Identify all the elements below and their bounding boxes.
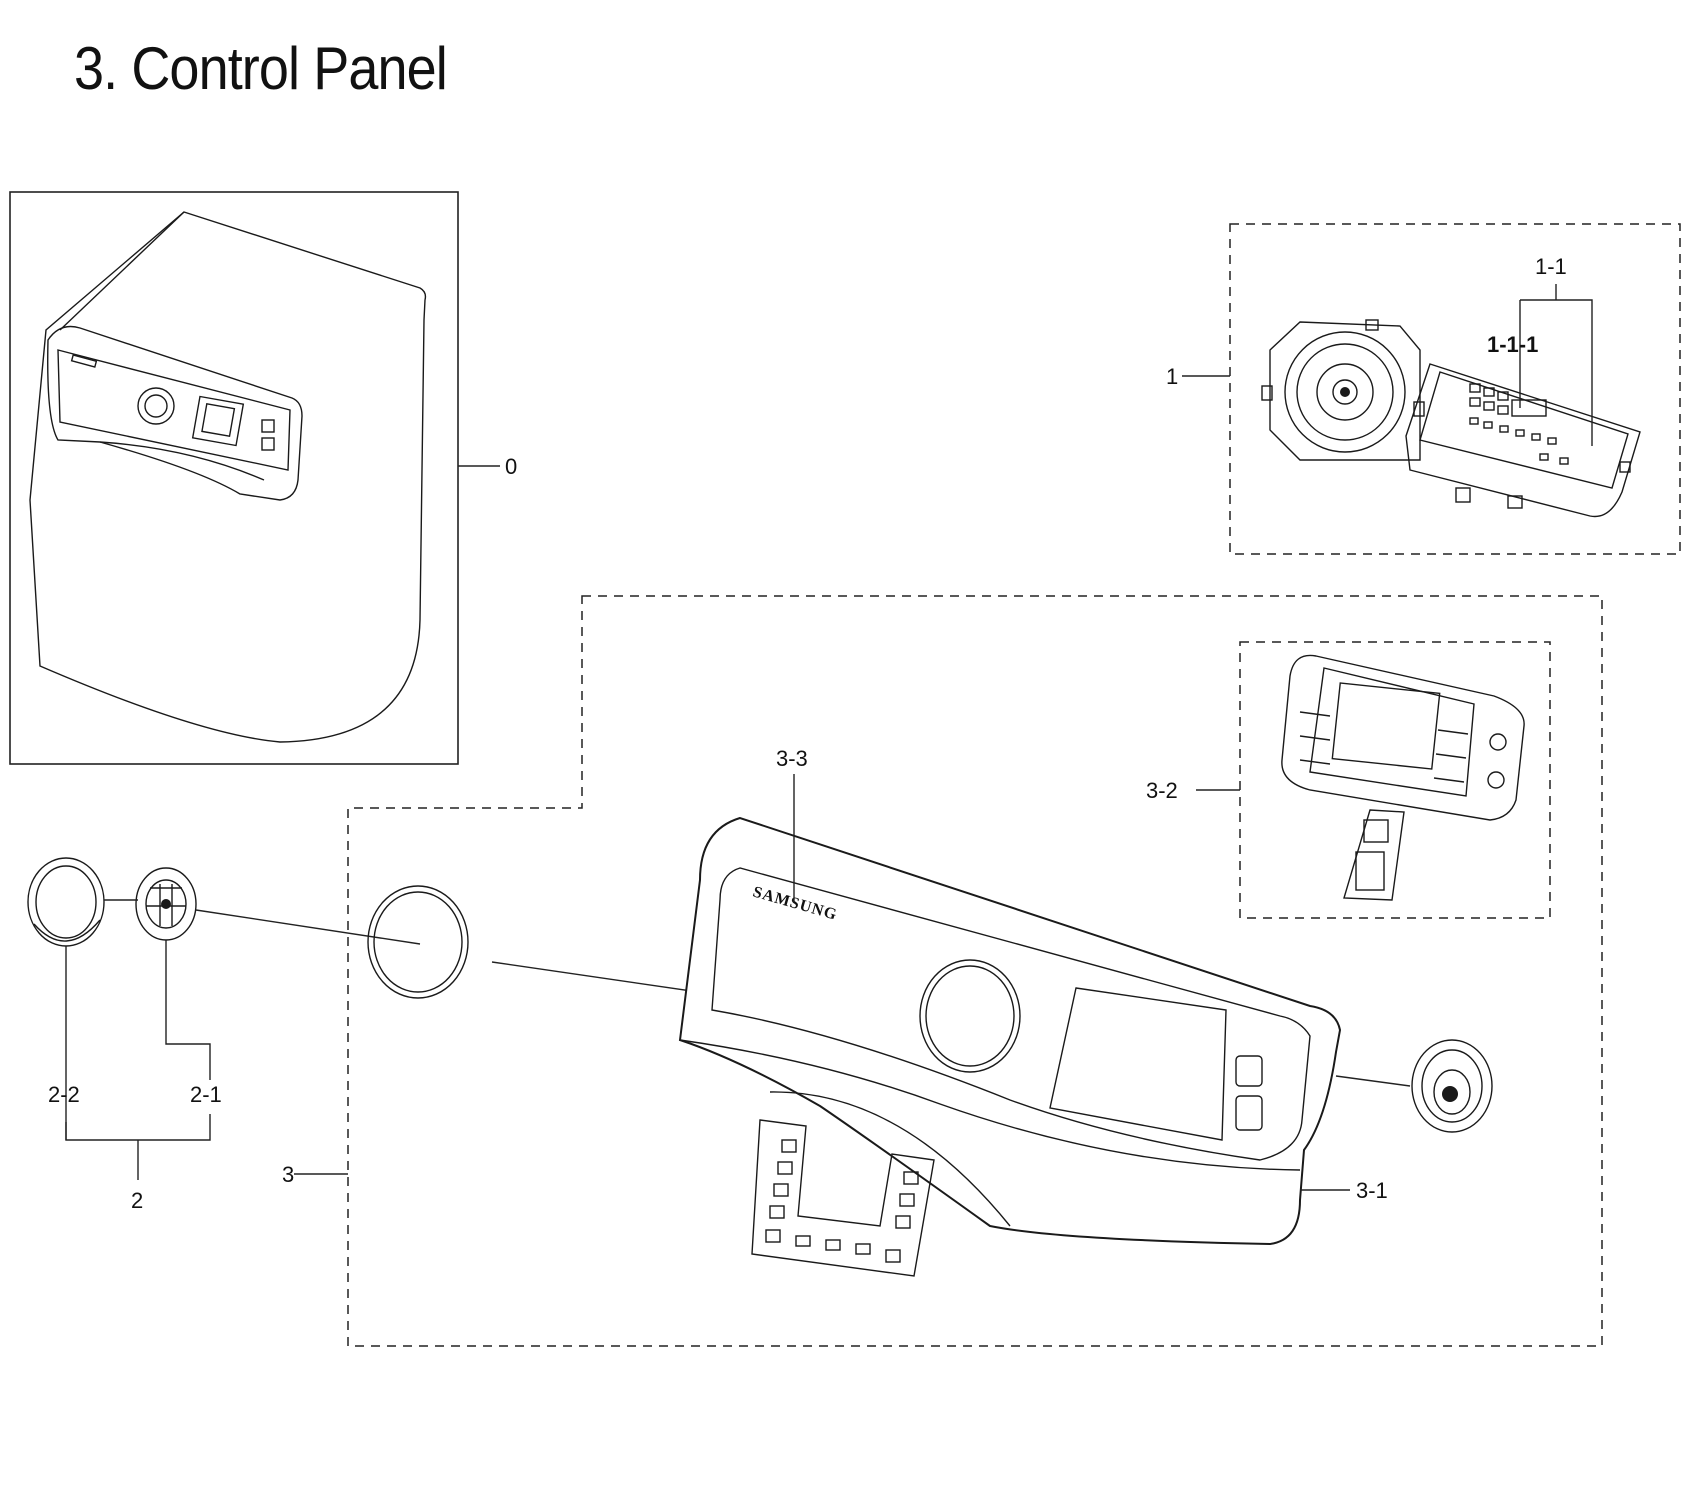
callout-3-3: 3-3 xyxy=(776,746,808,771)
button-icon xyxy=(1489,733,1507,751)
callout-2-1: 2-1 xyxy=(190,1082,222,1107)
callout-3-2: 3-2 xyxy=(1146,778,1178,803)
part-3-control-panel-assembly[interactable]: SAMSUNG xyxy=(294,595,1603,1347)
callout-1-1-1: 1-1-1 xyxy=(1487,332,1538,357)
callout-2: 2 xyxy=(131,1188,143,1213)
callout-1-1: 1-1 xyxy=(1535,254,1567,279)
callout-1: 1 xyxy=(1166,364,1178,389)
part-1-pcb-assembly[interactable] xyxy=(1182,223,1681,555)
dial-icon xyxy=(137,387,175,425)
part-0-washer-overview[interactable] xyxy=(9,191,500,765)
callout-0: 0 xyxy=(505,454,517,479)
callout-3-1: 3-1 xyxy=(1356,1178,1388,1203)
part-2-knob-assembly[interactable] xyxy=(27,857,421,1180)
callout-2-2: 2-2 xyxy=(48,1082,80,1107)
part-3-2-display-board[interactable] xyxy=(1196,641,1551,919)
callout-3: 3 xyxy=(282,1162,294,1187)
page-title: 3. Control Panel xyxy=(74,35,448,102)
